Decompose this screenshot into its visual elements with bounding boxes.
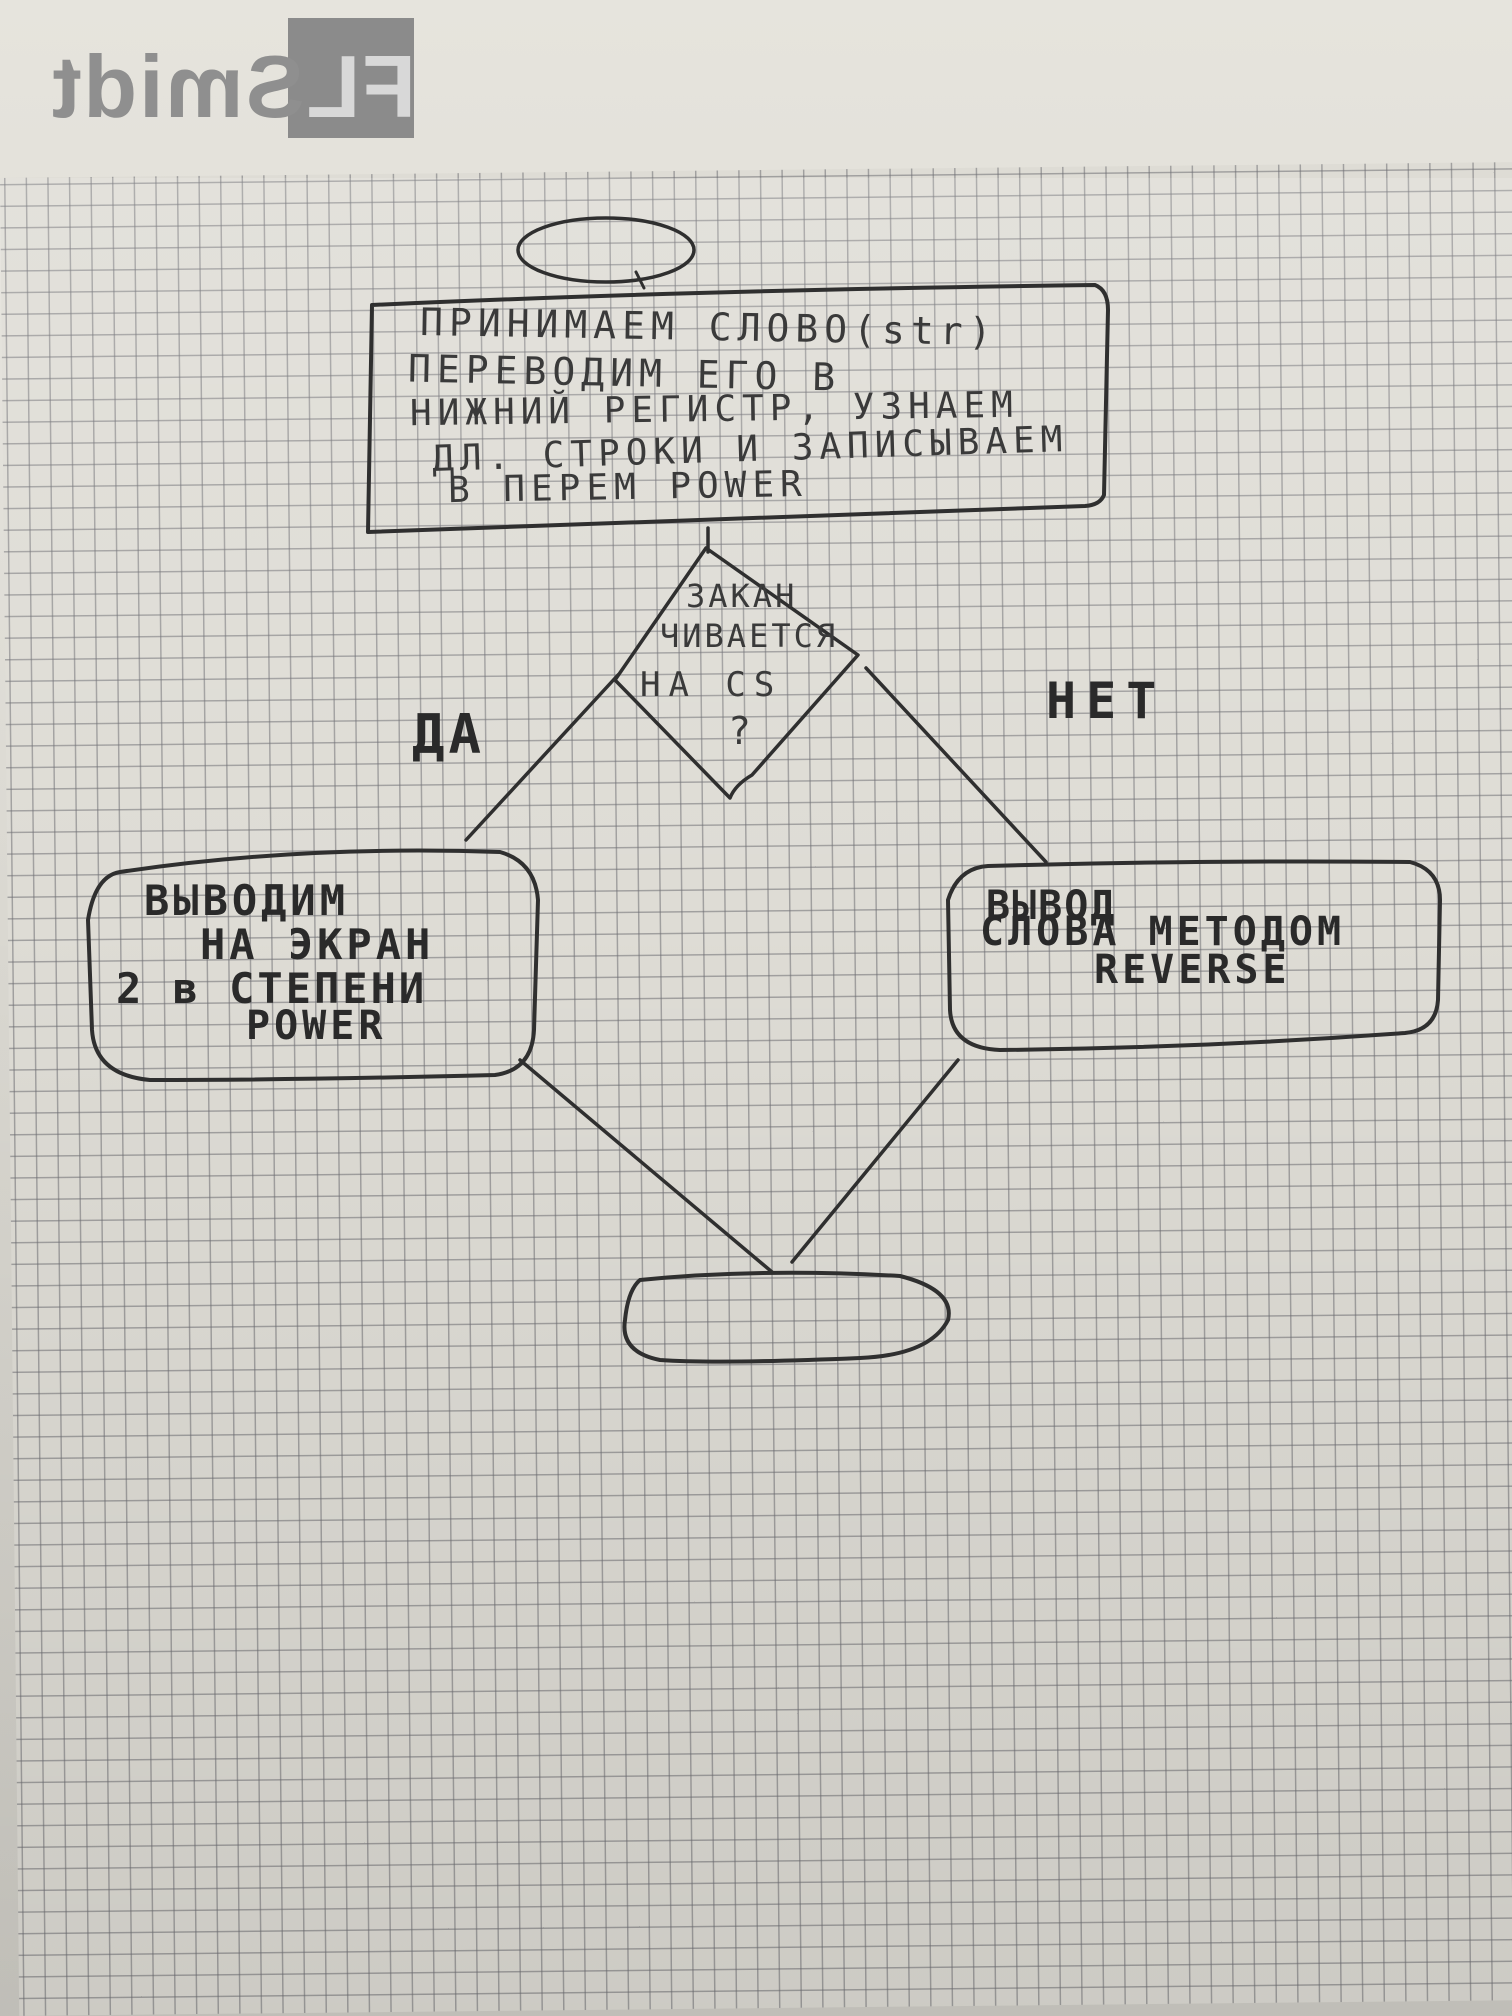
yes-process-box [86,848,540,1082]
yes-text-line-3: 2 в СТЕПЕНИ [116,964,428,1013]
yes-text-line-4: POWER [246,1003,387,1049]
yes-label: ДА [412,703,486,766]
start-terminator [516,216,696,284]
decision-text-line-1: ЗАКАН [686,577,798,615]
no-text-line-1: ВЫВОД [986,883,1117,929]
no-process-box [946,859,1442,1052]
decision-text-line-3: НА CS [640,665,783,705]
logo-box [288,18,414,138]
no-to-end-line [790,1058,960,1264]
no-text-line-2: СЛОВА МЕТОДОМ [980,909,1346,955]
start-connector [634,270,646,290]
yes-text-line-2: НА ЭКРАН [200,920,435,969]
no-label: НЕТ [1046,672,1167,730]
decision-text-line-2: ЧИВАЕТСЯ [660,617,839,655]
no-branch-line [864,666,1048,864]
yes-text-line-1: ВЫВОДИМ [144,876,350,925]
process-text-line-5: В ПЕРЕМ POWER [447,463,809,512]
yes-branch-line [464,673,620,842]
end-terminator [622,1270,951,1364]
no-text-line-3: REVERSE [1094,947,1291,993]
process-text-line-1: ПРИНИМАЕМ СЛОВО(str) [419,299,998,355]
yes-to-end-line [518,1058,774,1274]
decision-text-line-4: ? [728,709,757,753]
brand-logo: FLSmidt [0,14,420,140]
decision-diamond [613,546,860,800]
process-box [366,283,1110,534]
